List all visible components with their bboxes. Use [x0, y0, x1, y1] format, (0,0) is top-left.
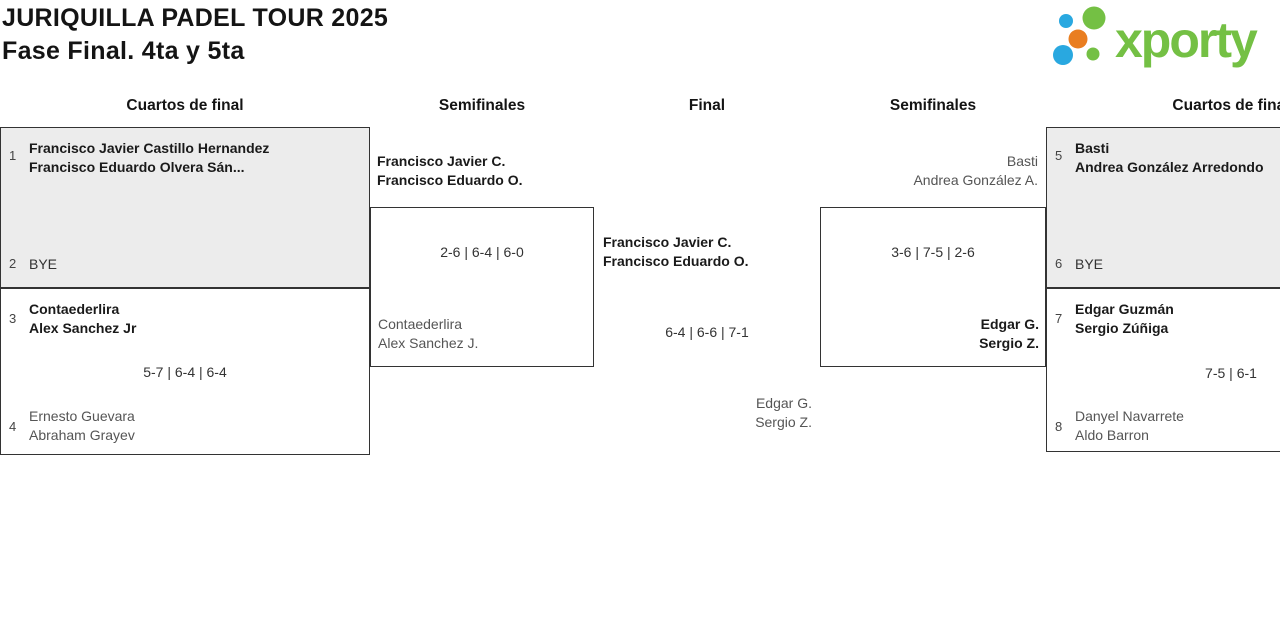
team-names: Francisco Javier Castillo Hernandez Fran…: [29, 139, 269, 177]
xporty-logo-graphic: xporty: [1053, 6, 1260, 68]
match-final[interactable]: Francisco Javier C. Francisco Eduardo O.…: [594, 127, 820, 455]
team-names: Danyel Navarrete Aldo Barron: [1075, 407, 1184, 445]
player-name: Ernesto Guevara: [29, 408, 135, 424]
match-qf-right-2[interactable]: 7 Edgar Guzmán Sergio Zúñiga 7-5 | 6-1 8…: [1046, 288, 1280, 452]
seed-number: 7: [1055, 311, 1063, 326]
logo-dot-green-small: [1086, 47, 1100, 61]
seed-number: 6: [1055, 256, 1063, 271]
match-qf-left-1[interactable]: 1 Francisco Javier Castillo Hernandez Fr…: [0, 127, 370, 288]
team-names: Contaederlira Alex Sanchez J.: [378, 315, 478, 353]
player-name: Edgar G.: [755, 395, 812, 411]
logo-dot-green-big: [1082, 6, 1106, 30]
match-score: 5-7 | 6-4 | 6-4: [143, 364, 227, 380]
round-header-final: Final: [688, 97, 726, 114]
player-name: Alex Sanchez J.: [378, 335, 479, 351]
team-names: Francisco Javier C. Francisco Eduardo O.: [377, 152, 522, 190]
round-header-semifinals-right: Semifinales: [889, 97, 977, 114]
logo-dot-blue-big: [1053, 45, 1073, 65]
player-name: Edgar Guzmán: [1075, 301, 1174, 317]
round-header-semifinals-left: Semifinales: [438, 97, 526, 114]
player-name: Contaederlira: [29, 301, 120, 317]
player-name: Sergio Z.: [755, 414, 812, 430]
player-name: Sergio Zúñiga: [1075, 320, 1169, 336]
seed-number: 1: [9, 148, 17, 163]
team-names: Contaederlira Alex Sanchez Jr: [29, 300, 136, 338]
round-header-quarterfinals-right: Cuartos de final: [1172, 97, 1280, 114]
semifinal-right-box: 3-6 | 7-5 | 2-6 Edgar G. Sergio Z.: [820, 207, 1046, 367]
match-qf-left-2[interactable]: 3 Contaederlira Alex Sanchez Jr 5-7 | 6-…: [0, 288, 370, 455]
match-semifinal-left[interactable]: Francisco Javier C. Francisco Eduardo O.…: [370, 127, 594, 367]
player-name: Aldo Barron: [1075, 427, 1149, 443]
xporty-logo[interactable]: xporty: [1045, 0, 1280, 85]
bye-label: BYE: [1075, 256, 1104, 272]
player-name: Francisco Javier C.: [377, 153, 506, 169]
player-name: Basti: [1006, 153, 1038, 169]
match-qf-right-1[interactable]: 5 Basti Andrea González Arredondo 6 BYE: [1046, 127, 1280, 288]
team-names: Edgar G. Sergio Z.: [594, 394, 812, 432]
round-header-quarterfinals-left: Cuartos de final: [126, 97, 244, 114]
tournament-subtitle: Fase Final. 4ta y 5ta: [2, 37, 245, 65]
match-score: 3-6 | 7-5 | 2-6: [891, 244, 975, 260]
player-name: Francisco Eduardo Olvera Sán...: [29, 159, 245, 175]
player-name: Danyel Navarrete: [1075, 408, 1184, 424]
seed-number: 4: [9, 419, 17, 434]
semifinal-left-box: 2-6 | 6-4 | 6-0 Contaederlira Alex Sanch…: [370, 207, 594, 367]
seed-number: 2: [9, 256, 17, 271]
team-names: Edgar G. Sergio Z.: [821, 315, 1039, 353]
player-name: Contaederlira: [378, 316, 463, 332]
match-score: 7-5 | 6-1: [1205, 365, 1257, 381]
team-names: Basti Andrea González A.: [820, 152, 1038, 190]
player-name: Abraham Grayev: [29, 427, 135, 443]
player-name: Andrea González A.: [913, 172, 1038, 188]
player-name: Sergio Z.: [979, 335, 1039, 351]
logo-wordmark: xporty: [1115, 12, 1258, 68]
match-score: 2-6 | 6-4 | 6-0: [440, 244, 524, 260]
team-names: Edgar Guzmán Sergio Zúñiga: [1075, 300, 1174, 338]
logo-dot-blue-small: [1059, 14, 1073, 28]
player-name: Francisco Javier Castillo Hernandez: [29, 140, 270, 156]
player-name: Basti: [1075, 140, 1110, 156]
team-names: Basti Andrea González Arredondo: [1075, 139, 1264, 177]
match-score: 6-4 | 6-6 | 7-1: [665, 324, 749, 340]
seed-number: 3: [9, 311, 17, 326]
bye-label: BYE: [29, 256, 58, 272]
tournament-title: JURIQUILLA PADEL TOUR 2025: [2, 4, 389, 32]
logo-dot-orange: [1068, 29, 1088, 49]
player-name: Edgar G.: [980, 316, 1039, 332]
player-name: Andrea González Arredondo: [1075, 159, 1264, 175]
player-name: Francisco Eduardo O.: [377, 172, 523, 188]
player-name: Francisco Javier C.: [603, 234, 732, 250]
player-name: Alex Sanchez Jr: [29, 320, 137, 336]
player-name: Francisco Eduardo O.: [603, 253, 749, 269]
seed-number: 5: [1055, 148, 1063, 163]
team-names: Ernesto Guevara Abraham Grayev: [29, 407, 135, 445]
seed-number: 8: [1055, 419, 1063, 434]
team-names: Francisco Javier C. Francisco Eduardo O.: [603, 233, 748, 271]
match-semifinal-right[interactable]: Basti Andrea González A. 3-6 | 7-5 | 2-6…: [820, 127, 1046, 367]
